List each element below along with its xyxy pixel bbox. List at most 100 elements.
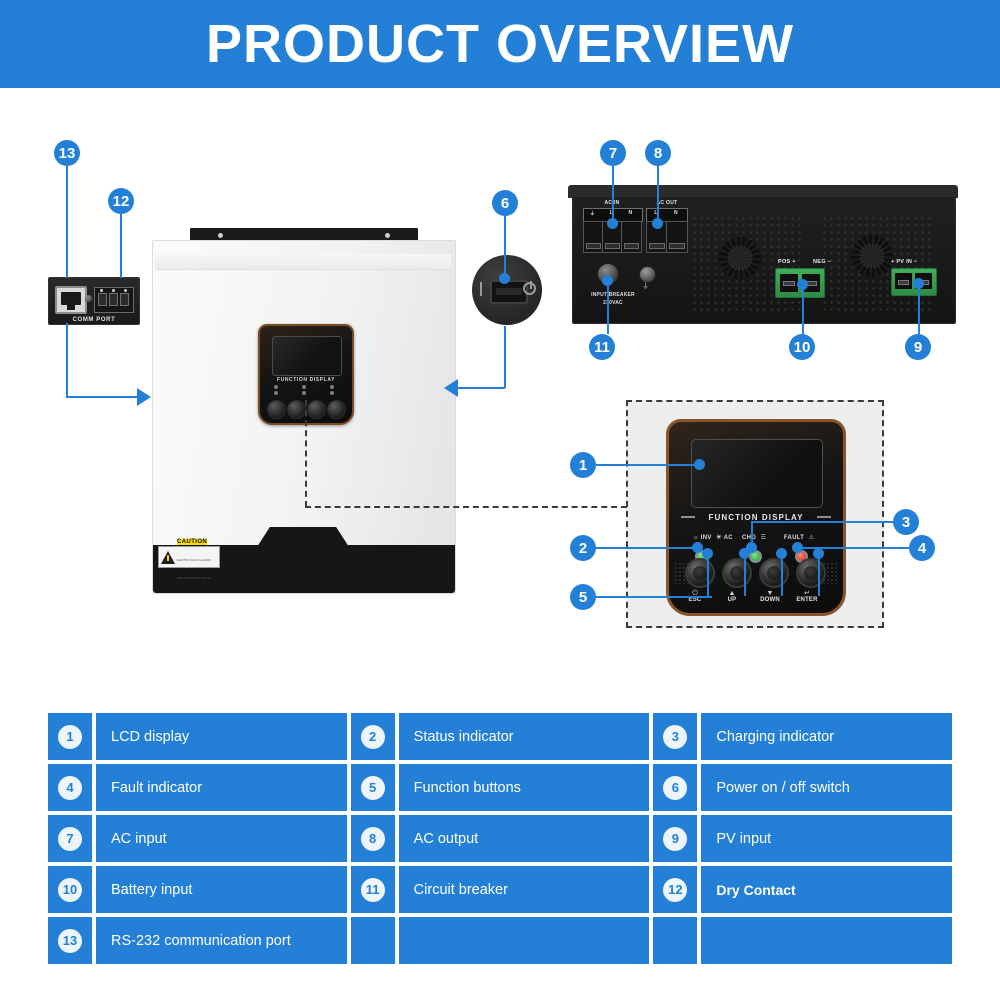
legend-num-cell: 1: [48, 713, 92, 760]
legend-text-5: Function buttons: [398, 764, 650, 811]
legend-num-cell: 2: [350, 713, 395, 760]
breaker-label-line2: 230VAC: [603, 300, 623, 306]
enter-button[interactable]: [796, 558, 826, 588]
page-title: PRODUCT OVERVIEW: [205, 14, 795, 74]
legend-text-empty-1: [398, 917, 650, 964]
rocker-switch-icon[interactable]: [490, 280, 528, 304]
callout-badge-13[interactable]: 13: [54, 140, 80, 166]
indicator-group: ☼ INV ☀ AC CHG ☲ FAULT ⚠: [685, 526, 827, 554]
ac-in-socket-n: [621, 221, 642, 253]
esc-glyph-icon: ⏻: [692, 590, 698, 597]
ac-in-terminal-ground: ⏚: [589, 211, 596, 217]
lcd-display[interactable]: [691, 439, 823, 508]
leader-line-3: [751, 521, 893, 523]
legend-badge-12: 12: [663, 877, 688, 902]
unit-control-panel[interactable]: FUNCTION DISPLAY: [258, 324, 354, 425]
ac-in-socket-ground: [583, 221, 604, 253]
callout-badge-3[interactable]: 3: [893, 509, 919, 535]
leader-line-6-across: [456, 387, 505, 389]
leader-line-8: [657, 166, 659, 224]
callout-badge-6[interactable]: 6: [492, 190, 518, 216]
legend-badge-1: 1: [58, 724, 82, 749]
callout-badge-8[interactable]: 8: [645, 140, 671, 166]
legend-num-cell-empty: [653, 917, 698, 964]
leader-line-13-down: [66, 323, 68, 397]
callout-badge-7[interactable]: 7: [600, 140, 626, 166]
legend-num-cell: 9: [653, 815, 698, 862]
fault-label: FAULT: [783, 535, 805, 541]
callout-badge-2[interactable]: 2: [570, 535, 596, 561]
callout-dot-5a: [702, 548, 713, 559]
legend-text-9: PV input: [701, 815, 953, 862]
callout-dot-5c: [776, 548, 787, 559]
ac-out-terminal-n: N: [674, 210, 678, 216]
leader-line-5c: [781, 556, 783, 596]
leader-line-5: [596, 596, 712, 598]
callout-dot-9: [913, 278, 924, 289]
breaker-label-line1: INPUT BREAKER: [591, 292, 635, 298]
legend-num-cell: 7: [48, 815, 92, 862]
unit-mount-bracket: [190, 228, 418, 242]
rj45-jack-icon: [55, 286, 87, 314]
legend-text-11: Circuit breaker: [398, 866, 650, 913]
down-glyph-icon: ▼: [766, 590, 774, 597]
leader-line-12: [120, 214, 122, 278]
callout-badge-10[interactable]: 10: [789, 334, 815, 360]
legend-text-8: AC output: [398, 815, 650, 862]
callout-badge-4[interactable]: 4: [909, 535, 935, 561]
callout-badge-9[interactable]: 9: [905, 334, 931, 360]
dry-contact-terminal: [94, 287, 134, 313]
legend-num-cell: 3: [653, 713, 698, 760]
detail-connector-horizontal: [305, 506, 627, 508]
leader-line-13: [66, 166, 68, 278]
callout-dot-5b: [739, 548, 750, 559]
callout-dot-6: [499, 273, 510, 284]
function-button-row[interactable]: [683, 558, 829, 594]
indicator-chg: CHG ☲: [741, 526, 767, 544]
unit-chassis: FUNCTION DISPLAY CAUTION ELECTRIC SHOCK …: [152, 240, 456, 594]
table-row: 7 AC input 8 AC output 9 PV input: [48, 815, 953, 862]
comm-port-label: COMM PORT: [72, 317, 116, 323]
fault-glyph-icon: ⚠: [808, 535, 815, 541]
ground-stud: [639, 266, 656, 283]
esc-button[interactable]: [685, 558, 715, 588]
legend-table: 1 LCD display 2 Status indicator 3 Charg…: [48, 713, 953, 964]
down-label: DOWN: [760, 597, 780, 603]
right-fan-icon: [851, 235, 893, 277]
unit-bottom-notch: [257, 527, 349, 547]
legend-badge-2: 2: [360, 724, 385, 749]
control-panel-detail[interactable]: FUNCTION DISPLAY ☼ INV ☀ AC CHG ☲ FAULT …: [666, 419, 846, 616]
callout-badge-12[interactable]: 12: [108, 188, 134, 214]
ac-label: AC: [723, 535, 733, 541]
legend-text-1: LCD display: [96, 713, 347, 760]
inverter-rear-view: AC IN ⏚ L N AC OUT L N ⏚ INPUT BREAKER 2…: [568, 185, 958, 325]
legend-num-cell: 5: [350, 764, 395, 811]
unit-indicator-leds: [270, 385, 342, 398]
legend-num-cell: 13: [48, 917, 92, 964]
leader-line-6-down: [504, 326, 506, 388]
legend-badge-13: 13: [58, 928, 82, 953]
left-fan-icon: [719, 237, 761, 279]
legend-text-12: Dry Contact: [701, 866, 953, 913]
warning-triangle-icon: [161, 550, 175, 564]
ac-in-terminal-n: N: [628, 210, 633, 216]
down-button[interactable]: [759, 558, 789, 588]
caution-label: CAUTION ELECTRIC SHOCK HAZARD RISK OF EL…: [158, 539, 220, 580]
legend-num-cell: 11: [350, 866, 395, 913]
legend-text-4: Fault indicator: [96, 764, 347, 811]
power-switch[interactable]: [472, 255, 542, 325]
unit-lcd-screen: [272, 336, 342, 376]
legend-badge-7: 7: [58, 826, 82, 851]
ac-in-terminal-l: L: [602, 210, 621, 216]
callout-badge-11[interactable]: 11: [589, 334, 615, 360]
arrow-to-unit-right: [444, 379, 458, 397]
up-button[interactable]: [722, 558, 752, 588]
ground-symbol-icon: ⏚: [642, 283, 649, 290]
switch-on-mark: [480, 282, 482, 296]
callout-badge-5[interactable]: 5: [570, 584, 596, 610]
unit-function-buttons[interactable]: [267, 400, 346, 422]
callout-badge-1[interactable]: 1: [570, 452, 596, 478]
leader-line-9: [918, 286, 920, 334]
leader-line-7: [612, 166, 614, 224]
